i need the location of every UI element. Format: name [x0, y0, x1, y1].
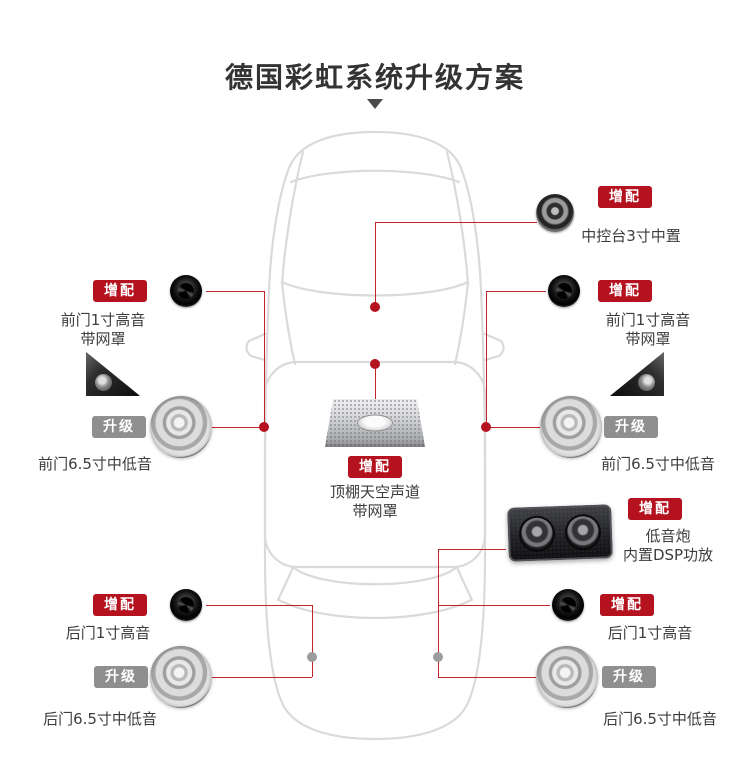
line-front-left-v [264, 291, 265, 427]
badge-rear-left-midbass: 升级 [94, 666, 148, 688]
badge-rear-right-tweeter: 增配 [600, 594, 654, 616]
rear-right-midbass-image [536, 646, 598, 708]
rear-left-tweeter-image [170, 589, 202, 621]
label-front-left-midbass: 前门6.5寸中低音 [38, 455, 152, 473]
line-rear-right-midbass [438, 677, 538, 678]
label-subwoofer: 低音炮 [645, 527, 691, 545]
label-roof-channel-2: 带网罩 [352, 502, 398, 520]
rear-right-tweeter-image [552, 589, 584, 621]
dot-roof [370, 359, 380, 369]
page-title: 德国彩虹系统升级方案 [224, 61, 525, 94]
front-right-midbass-image [540, 396, 602, 458]
badge-rear-left-tweeter: 增配 [93, 594, 147, 616]
label-rear-left-tweeter: 后门1寸高音 [65, 624, 151, 642]
label-subwoofer-2: 内置DSP功放 [622, 546, 714, 564]
line-rear-left-midbass [212, 677, 312, 678]
line-front-right-tweeter [486, 291, 546, 292]
dot-dashboard [370, 302, 380, 312]
label-front-left-tweeter: 前门1寸高音 [60, 311, 146, 329]
dot-front-right-door [481, 422, 491, 432]
subwoofer-driver [564, 513, 602, 551]
label-center-console: 中控台3寸中置 [581, 227, 681, 245]
label-rear-right-midbass: 后门6.5寸中低音 [603, 710, 717, 728]
down-triangle-icon [367, 99, 383, 109]
front-left-tweeter-image [170, 275, 202, 307]
front-right-sail-panel-image [610, 350, 664, 396]
badge-rear-right-midbass: 升级 [602, 666, 656, 688]
badge-center-console: 增配 [598, 186, 652, 208]
line-front-right-midbass [486, 427, 540, 428]
label-front-right-midbass: 前门6.5寸中低音 [601, 455, 715, 473]
roof-speaker-image [325, 399, 425, 447]
dot-front-left-door [259, 422, 269, 432]
line-center-console-v [375, 222, 376, 307]
badge-front-right-tweeter: 增配 [598, 280, 652, 302]
line-roof-channel [375, 367, 376, 399]
line-front-right-v [486, 291, 487, 427]
badge-front-left-midbass: 升级 [92, 416, 146, 438]
label-rear-left-midbass: 后门6.5寸中低音 [43, 710, 157, 728]
label-roof-channel: 顶棚天空声道 [329, 483, 420, 501]
center-console-speaker-image [536, 194, 574, 232]
badge-front-right-midbass: 升级 [604, 416, 658, 438]
front-left-midbass-image [150, 396, 212, 458]
line-rear-left-v [312, 605, 313, 677]
front-right-tweeter-image [548, 275, 580, 307]
badge-subwoofer: 增配 [628, 498, 682, 520]
label-rear-right-tweeter: 后门1寸高音 [607, 624, 693, 642]
line-subwoofer [438, 549, 506, 550]
line-front-left-midbass [212, 427, 264, 428]
label-front-left-tweeter-2: 带网罩 [80, 330, 126, 348]
label-front-right-tweeter: 前门1寸高音 [605, 311, 691, 329]
dot-rear-right-door [433, 652, 443, 662]
badge-front-left-tweeter: 增配 [93, 280, 147, 302]
line-rear-right-tweeter [438, 605, 550, 606]
roof-speaker-logo [358, 415, 392, 431]
rear-left-midbass-image [150, 646, 212, 708]
line-rear-left-tweeter [206, 605, 312, 606]
line-rear-right-v [438, 549, 439, 677]
subwoofer-driver [518, 515, 556, 553]
front-left-sail-panel-image [86, 351, 140, 396]
line-front-left-tweeter [206, 291, 264, 292]
badge-roof-channel: 增配 [348, 456, 402, 478]
dot-rear-left-door [307, 652, 317, 662]
line-center-console-h [376, 222, 537, 223]
label-front-right-tweeter-2: 带网罩 [625, 330, 671, 348]
